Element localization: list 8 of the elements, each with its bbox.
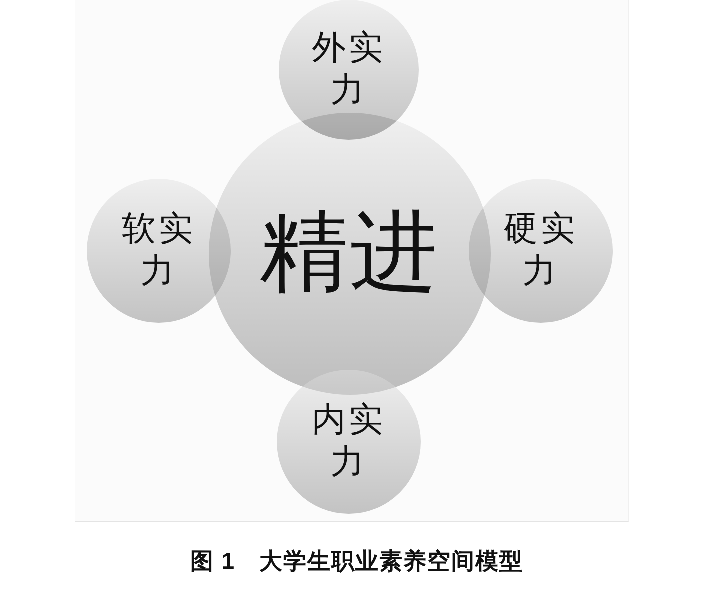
circle-node xyxy=(277,370,421,514)
circle-label: 软实力 xyxy=(121,210,197,292)
figure-caption: 图 1 大学生职业素养空间模型 xyxy=(190,547,524,576)
circle-label: 内实力 xyxy=(311,400,387,483)
circle-label: 硬实力 xyxy=(503,210,579,292)
central-label: 精进 xyxy=(260,204,440,304)
circle-node xyxy=(469,179,613,323)
circle-label: 外实力 xyxy=(311,28,387,111)
